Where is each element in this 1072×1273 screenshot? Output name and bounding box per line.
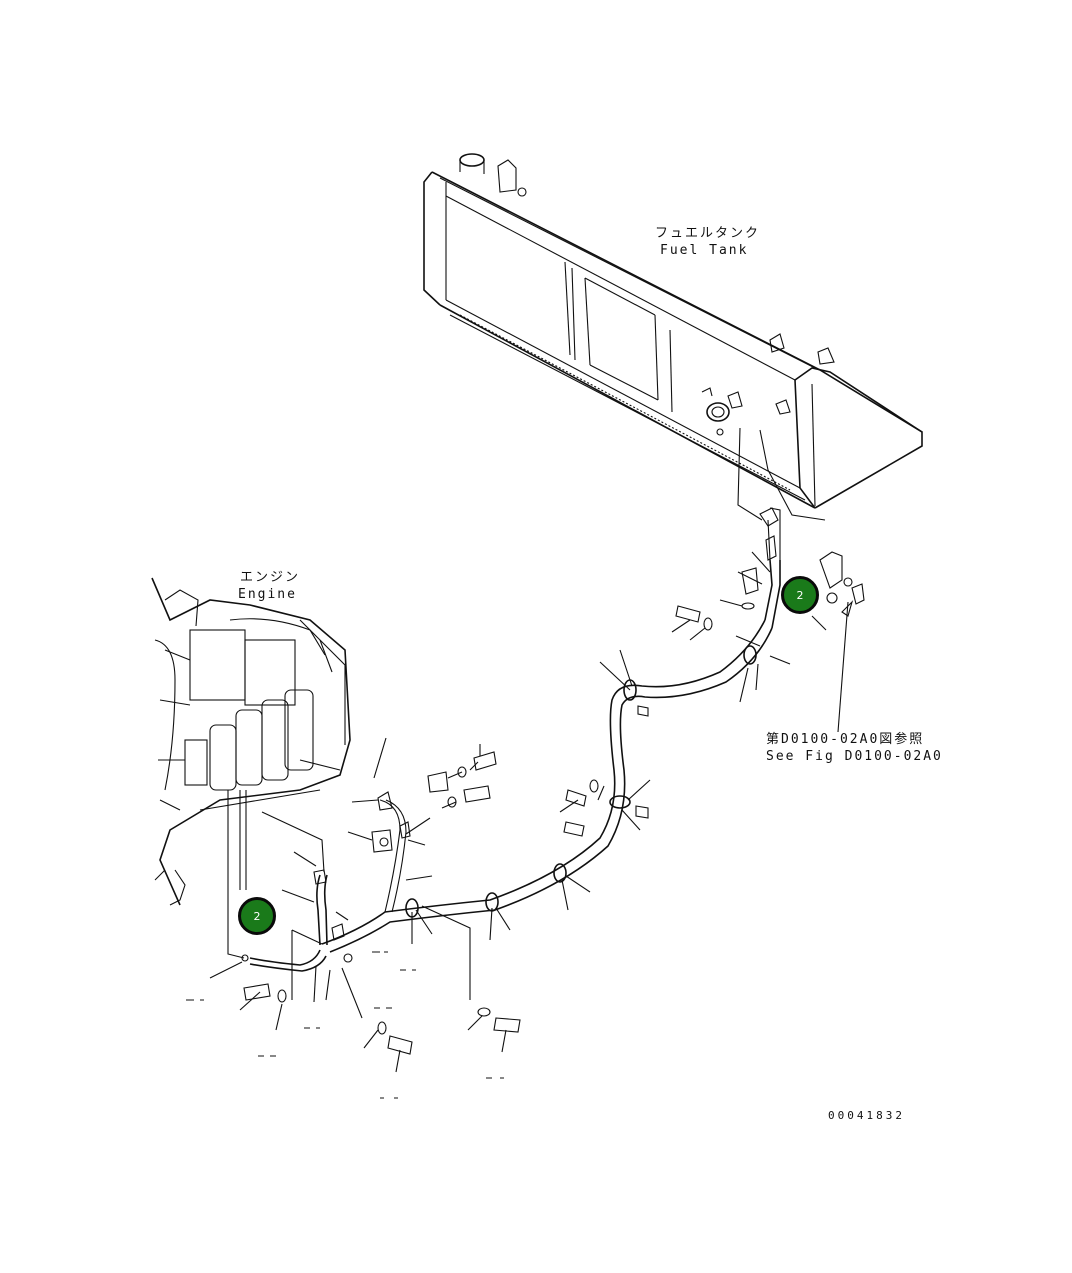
fuel-hoses [241,507,865,1055]
callout-badge-engine[interactable]: 2 [238,897,276,935]
leader-lines [209,427,854,1073]
reference-label-en: See Fig D0100-02A0 [766,749,943,764]
engine-label-jp: エンジン [240,570,301,585]
fuel-tank-label-en: Fuel Tank [660,243,749,258]
figure-number: 00041832 [828,1109,905,1122]
reference-label-jp: 第D0100-02A0図参照 [766,732,925,747]
engine-label-en: Engine [238,587,297,602]
fuel-tank-label-jp: フュエルタンク [655,226,761,241]
callout-badge-tank[interactable]: 2 [781,576,819,614]
engine-assembly [151,577,351,906]
part-number-ticks [186,951,504,1099]
fuel-tank [423,153,923,509]
